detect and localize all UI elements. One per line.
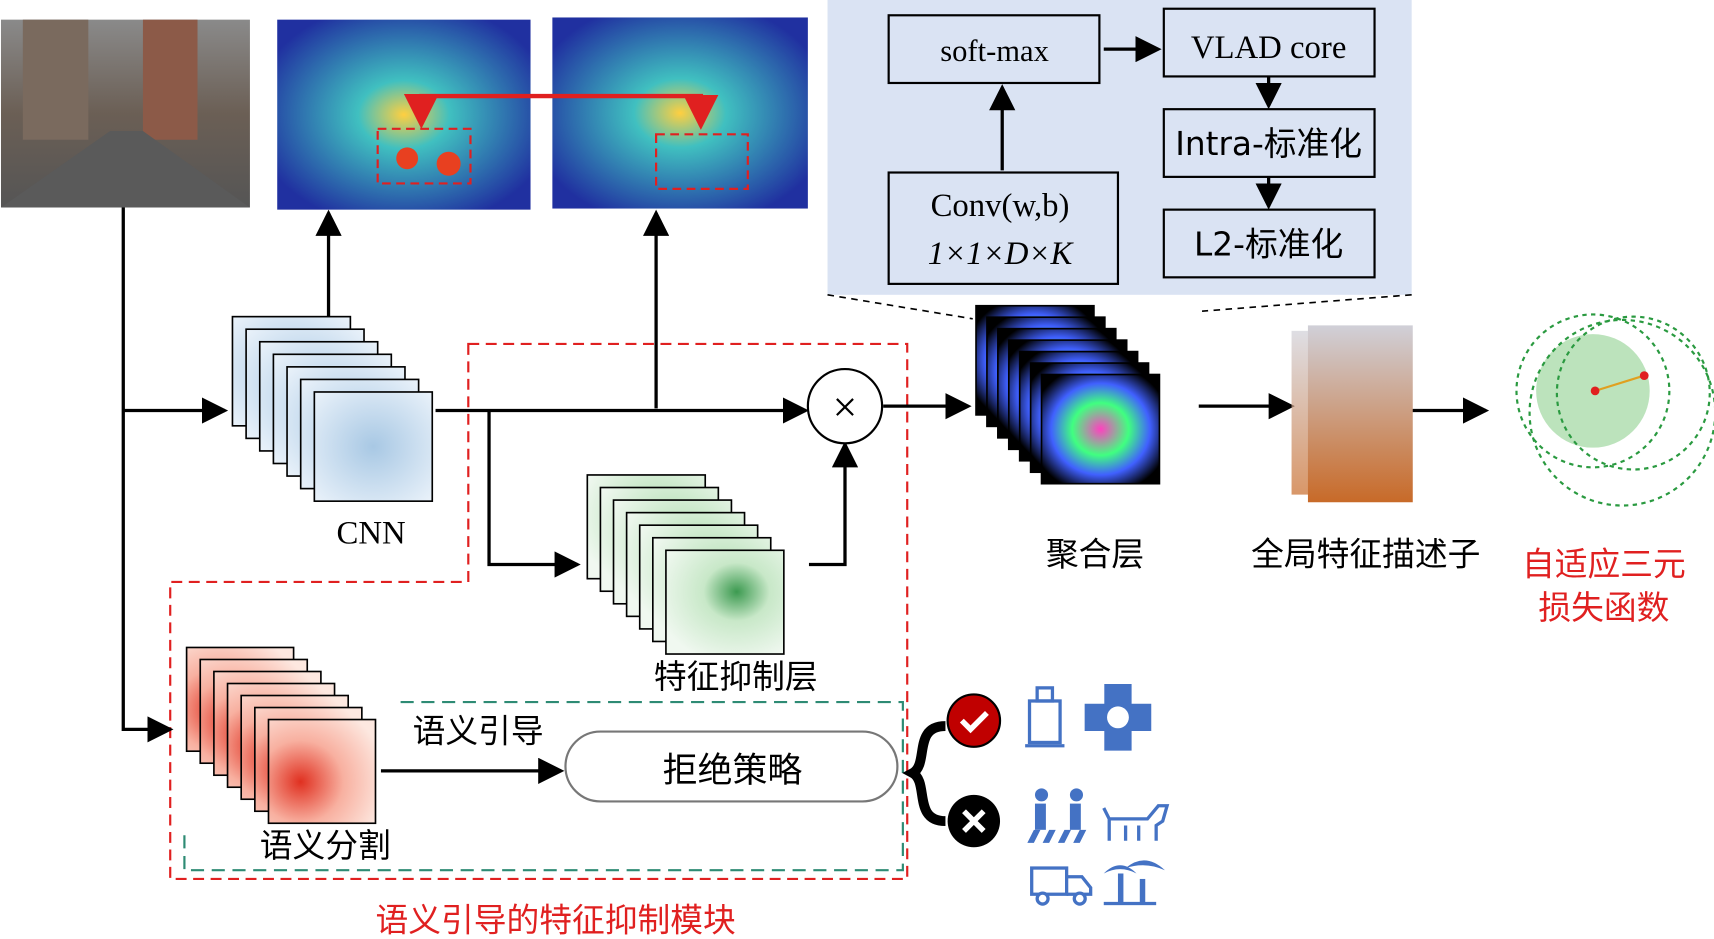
semantic-guide-label: 语义引导 [413,712,544,750]
semantic-guide-boundary [183,700,904,872]
suppression-feature-stack [586,474,785,655]
vlad-detail-panel: soft-max VLAD core Intra-标准化 L2-标准化 Conv… [827,0,1412,295]
conv-box-line2: 1×1×D×K [928,236,1075,272]
global-descriptor-label: 全局特征描述子 [1251,536,1480,574]
pedestrians-icon [1027,788,1087,843]
accept-check-icon [946,693,1002,748]
roundabout-icon [1084,684,1152,751]
reject-strategy-label: 拒绝策略 [663,751,803,791]
brace-icon [902,721,946,826]
feature-map-layer [665,549,785,655]
intra-norm-box: Intra-标准化 [1175,125,1362,163]
truck-icon [1030,866,1093,906]
vlad-core-box: VLAD core [1191,30,1347,66]
l2-norm-box: L2-标准化 [1194,225,1343,263]
multiply-node: × [806,367,884,445]
softmax-box: soft-max [940,34,1049,68]
module-title: 语义引导的特征抑制模块 [376,901,736,939]
feature-map-layer [313,391,434,502]
cnn-label: CNN [337,516,406,552]
input-street-image [0,19,250,208]
reject-cross-icon [947,794,1001,848]
building-icon [1025,686,1065,748]
segmentation-stack [185,646,377,825]
loss-label-line2: 损失函数 [1538,589,1669,627]
suppression-layer-label: 特征抑制层 [654,658,818,696]
multiply-symbol: × [833,383,858,431]
suppression-module-boundary [169,342,909,881]
reject-strategy-box [564,730,899,803]
vlad-aggregation-stack [975,304,1161,485]
triplet-loss-graphic [1515,313,1714,507]
loss-label-line1: 自适应三元 [1522,545,1686,583]
attention-heatmap-after [552,17,808,209]
attention-heatmap-before [277,19,531,210]
aggregation-layer-label: 聚合层 [1046,536,1144,574]
feature-map-layer [267,718,377,825]
dog-icon [1102,804,1170,841]
feature-map-layer [1040,373,1161,485]
conv-box-line1: Conv(w,b) [931,188,1070,224]
semantic-seg-label: 语义分割 [260,827,391,865]
global-descriptor-graphic [1291,325,1413,503]
cnn-feature-stack [231,315,434,502]
palm-tree-icon [1103,860,1165,906]
